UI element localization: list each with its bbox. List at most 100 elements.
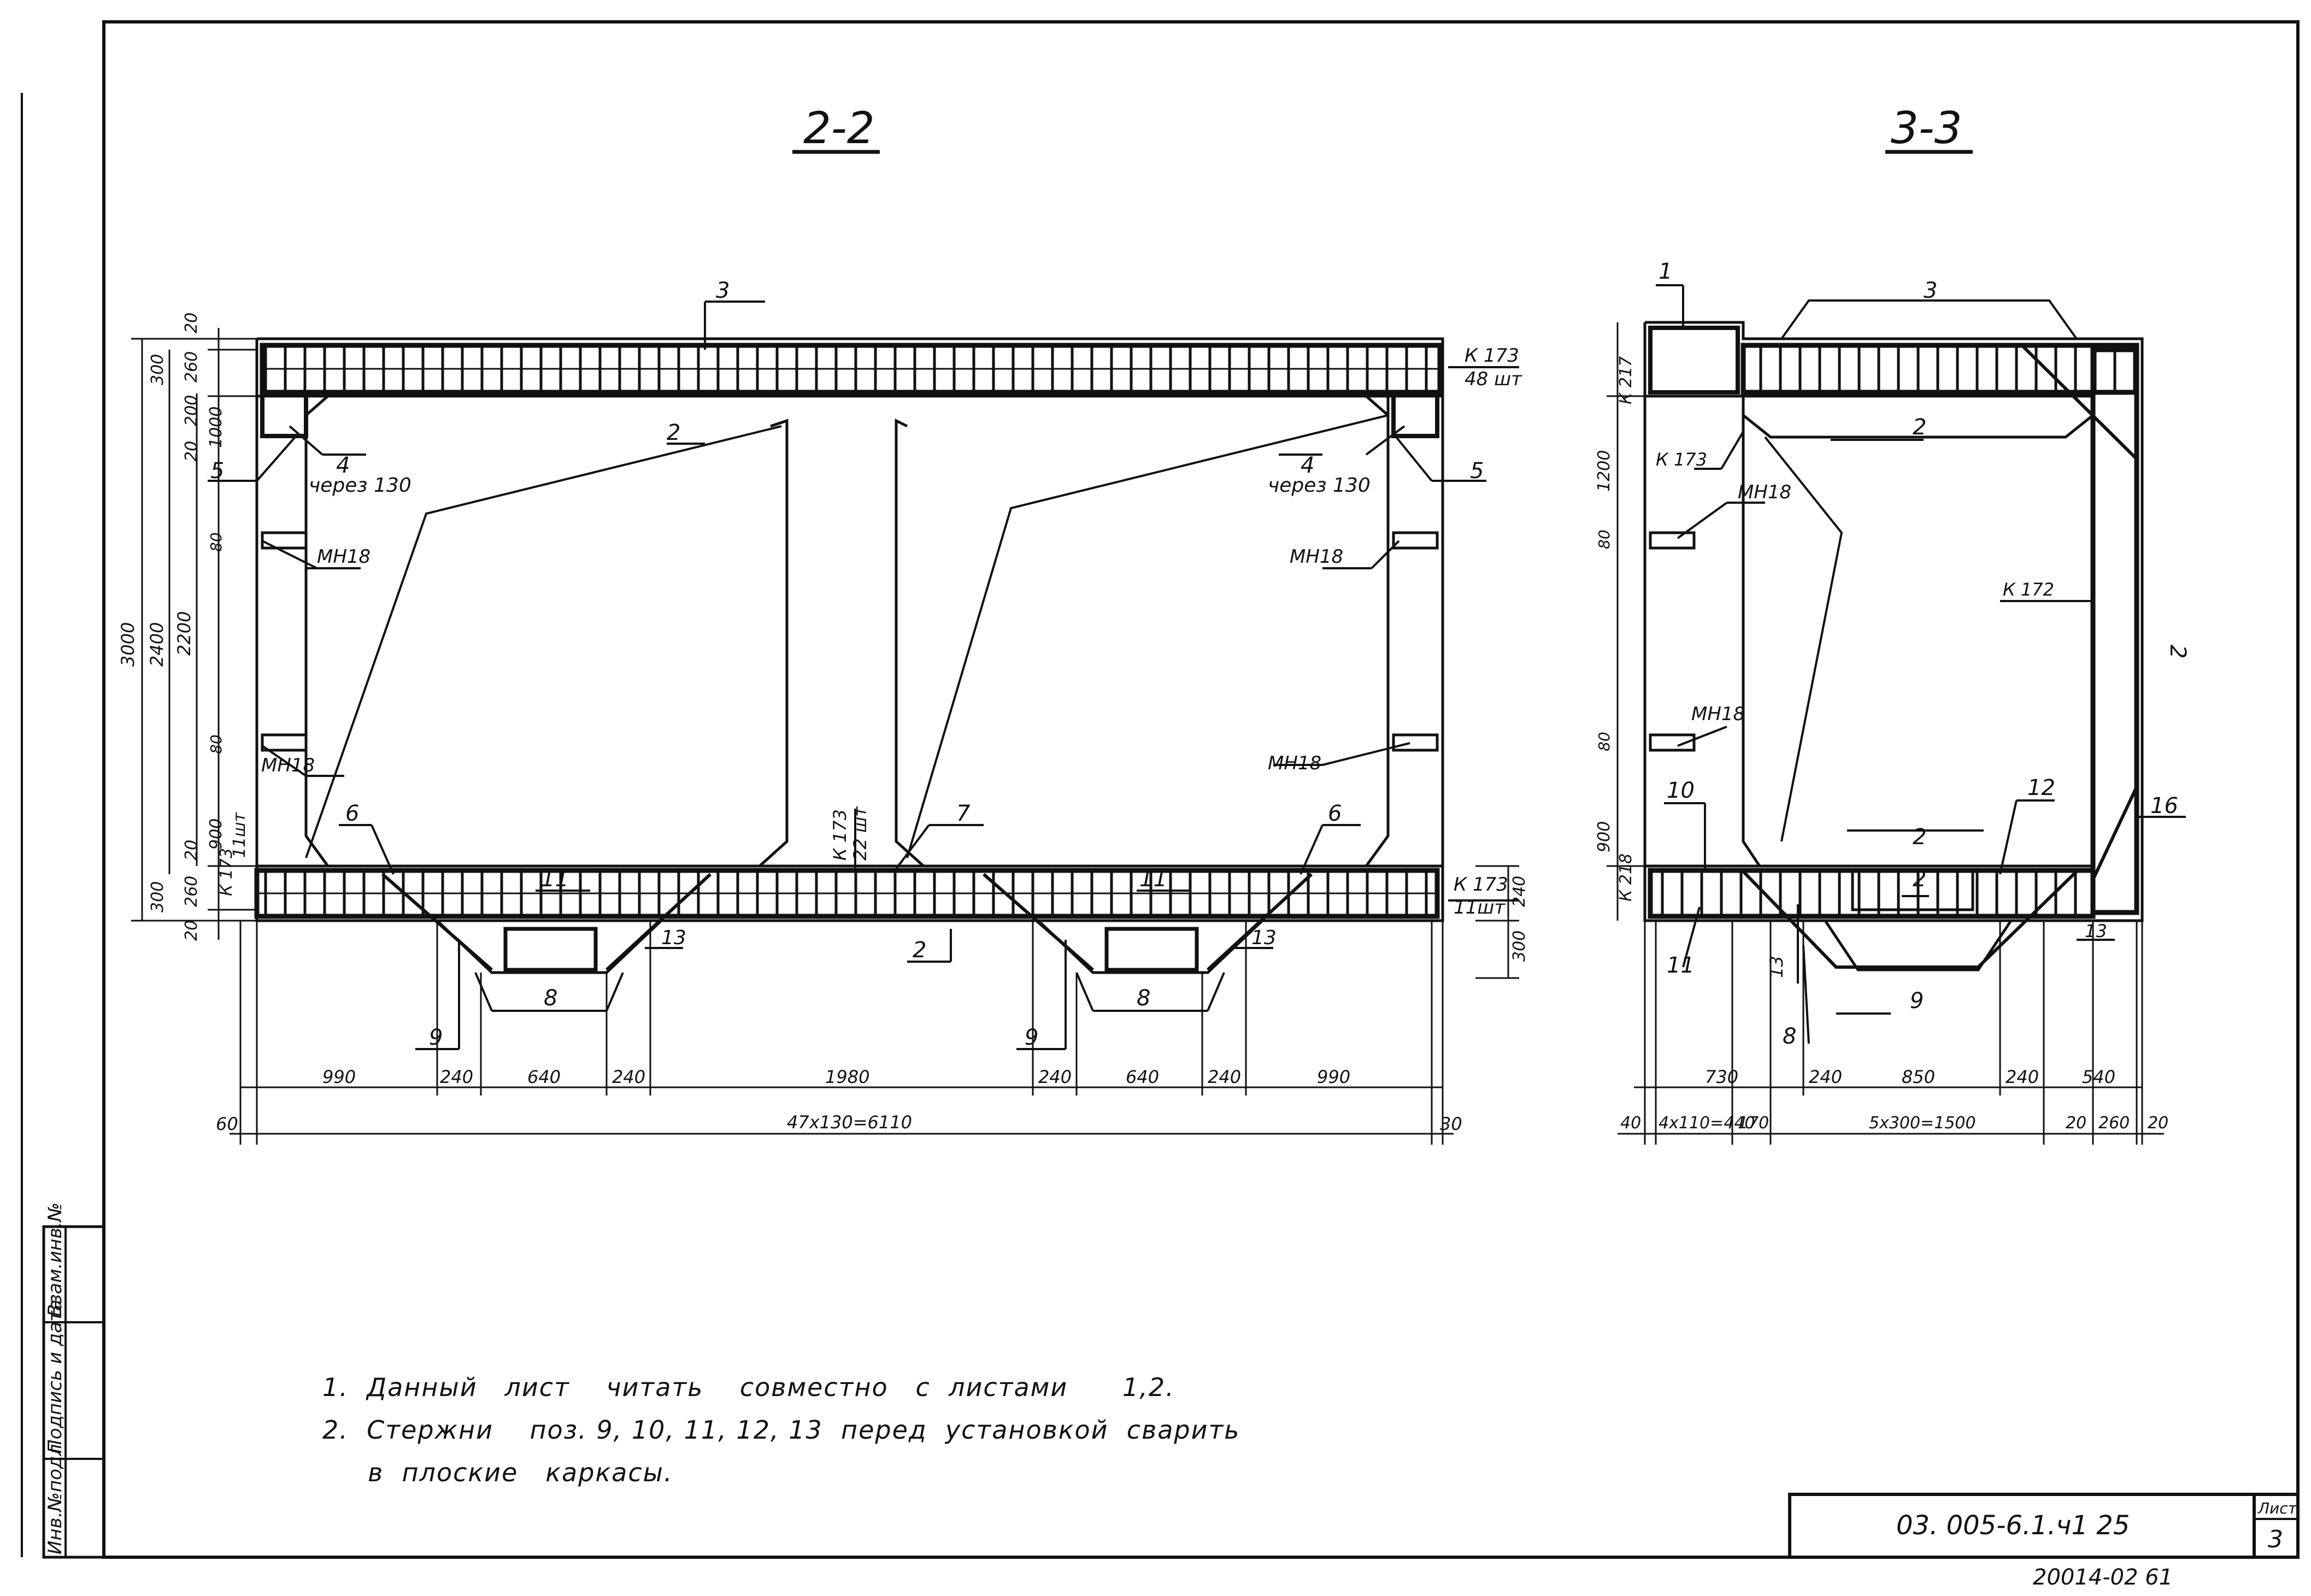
s22-pos-5-left: 5 — [210, 458, 224, 484]
s33-pos-16: 16 — [2150, 793, 2178, 818]
s22-h-30: 30 — [1440, 1114, 1462, 1134]
s22-v-2400: 2400 — [146, 622, 167, 667]
s22-pos-2a: 2 — [667, 420, 680, 445]
s33-h-540: 540 — [2082, 1067, 2115, 1087]
s33-vertical-dims — [1607, 322, 1645, 921]
s33-mh18-2: МН18 — [1691, 703, 1745, 725]
general-notes: 1. Данный лист читать совместно с листам… — [322, 1366, 1240, 1494]
s22-pos-9-right: 9 — [1025, 1025, 1038, 1050]
s33-mh18-1: МН18 — [1738, 481, 1791, 503]
s33-h-40: 40 — [1620, 1114, 1641, 1133]
s22-pos-8-left: 8 — [544, 986, 557, 1011]
s22-mh18-1: МН18 — [317, 546, 371, 568]
s22-v-2200: 2200 — [174, 611, 195, 656]
section-3-3-title: 3-3 — [1891, 103, 1962, 154]
s33-leaders — [1656, 284, 2186, 1044]
s33-rebar — [1648, 326, 2139, 969]
s22-pos-9-left: 9 — [429, 1025, 443, 1050]
s22-k173-mid-qty: 22 шт — [850, 806, 871, 861]
s22-v-3000: 3000 — [117, 622, 138, 667]
s33-k217: К 217 — [1616, 356, 1636, 404]
s33-k218: К 218 — [1616, 853, 1636, 902]
s22-mh18-4: МН18 — [1268, 752, 1321, 774]
top-slab-rebar — [260, 343, 1443, 395]
s22-k173-left-qty: 11шт — [230, 811, 249, 858]
embedded-plates — [261, 531, 1439, 752]
s22-v-240-right: 240 — [1510, 876, 1529, 907]
s22-k173-bottom-qty: 11шт — [1454, 897, 1506, 918]
section-2-2-title: 2-2 — [803, 103, 875, 154]
s22-pos-2b: 2 — [913, 938, 926, 963]
s22-h-total: 47х130=6110 — [787, 1112, 912, 1133]
s33-v-900: 900 — [1595, 821, 1614, 852]
s33-plates — [1649, 531, 1696, 752]
s22-v-20c: 20 — [182, 840, 201, 861]
s22-h-240c: 240 — [1038, 1067, 1072, 1087]
s33-h-730: 730 — [1705, 1067, 1738, 1087]
s33-v-1200: 1200 — [1595, 450, 1614, 492]
s33-pos-13b: 13 — [2085, 921, 2107, 941]
position-labels — [208, 301, 1519, 1050]
s33-pos-12: 12 — [2027, 775, 2055, 800]
s22-pos-4-right: 4 — [1301, 453, 1314, 478]
s22-h-640a: 640 — [527, 1067, 561, 1087]
s33-v-80a: 80 — [1595, 529, 1613, 549]
s33-pos-9: 9 — [1910, 988, 1924, 1014]
s33-pos-11: 11 — [1667, 953, 1695, 978]
s33-h-850: 850 — [1902, 1067, 1935, 1087]
s22-through-right: через 130 — [1268, 474, 1371, 497]
s22-mh18-3: МН18 — [261, 755, 315, 776]
sheet-number: 3 — [2268, 1526, 2283, 1553]
s33-pos-3: 3 — [1924, 278, 1937, 303]
s22-h-640b: 640 — [1126, 1067, 1159, 1087]
s22-pos-3: 3 — [716, 278, 730, 303]
s22-h-240b: 240 — [612, 1067, 645, 1087]
s22-k173-left: К 173 — [217, 848, 236, 896]
s22-horizontal-dims — [230, 921, 1454, 1145]
s22-h-60: 60 — [216, 1114, 238, 1134]
section-2-2: 2-2 — [117, 103, 1529, 1145]
s33-pos-2a: 2 — [1913, 415, 1926, 440]
s22-v-20a: 20 — [182, 313, 201, 333]
s22-pos-11-right: 11 — [1139, 867, 1167, 892]
s22-vertical-dims — [131, 328, 1519, 979]
sheet-label: Лист — [2257, 1499, 2297, 1517]
s33-k173: К 173 — [1656, 449, 1707, 470]
side-stamp: Инв.№подл Подпись и дата Взам.инв.№ — [42, 1203, 105, 1559]
s22-v-200: 200 — [182, 395, 201, 426]
bottom-slab-rebar — [254, 868, 1440, 972]
s22-v-300-right: 300 — [1510, 930, 1529, 962]
s33-h-170: 170 — [1738, 1114, 1769, 1133]
s33-h-440: 4х110=440 — [1659, 1114, 1755, 1133]
s33-pos-1: 1 — [1659, 259, 1672, 284]
s33-pos-2b: 2 — [2165, 645, 2190, 658]
s33-h-1500: 5х300=1500 — [1869, 1114, 1976, 1133]
s22-v-300b: 300 — [148, 881, 167, 912]
diagonal-leaders — [305, 414, 1389, 858]
note-1: 1. Данный лист читать совместно с листам… — [322, 1373, 1175, 1402]
s22-v-20d: 20 — [182, 920, 201, 941]
stamp-signature: Подпись и дата — [44, 1299, 66, 1453]
s33-pos-2c: 2 — [1913, 824, 1926, 850]
s22-v-80b: 80 — [207, 734, 225, 754]
s22-pos-13-right: 13 — [1251, 927, 1277, 949]
s33-pos-8: 8 — [1783, 1024, 1796, 1049]
s33-v-80b: 80 — [1595, 732, 1613, 751]
s33-h-240b: 240 — [2006, 1067, 2039, 1087]
s22-pos-13-left: 13 — [661, 927, 686, 949]
s22-v-260b: 260 — [182, 876, 201, 907]
s33-k172: К 172 — [2003, 579, 2054, 600]
s22-h-1980: 1980 — [825, 1067, 869, 1087]
s22-v-260a: 260 — [182, 351, 201, 382]
s22-pos-4-left: 4 — [336, 453, 350, 478]
s22-h-990b: 990 — [1317, 1067, 1350, 1087]
corner-cages — [260, 390, 1439, 438]
s33-h-260: 260 — [2098, 1114, 2130, 1133]
s22-v-20b: 20 — [182, 441, 201, 462]
s22-k173-top-qty: 48 шт — [1465, 368, 1522, 390]
archive-number: 20014-02 61 — [2033, 1565, 2173, 1590]
stamp-replaced: Взам.инв.№ — [44, 1203, 66, 1317]
note-2: 2. Стержни поз. 9, 10, 11, 12, 13 перед … — [322, 1415, 1240, 1445]
s22-h-240a: 240 — [440, 1067, 473, 1087]
